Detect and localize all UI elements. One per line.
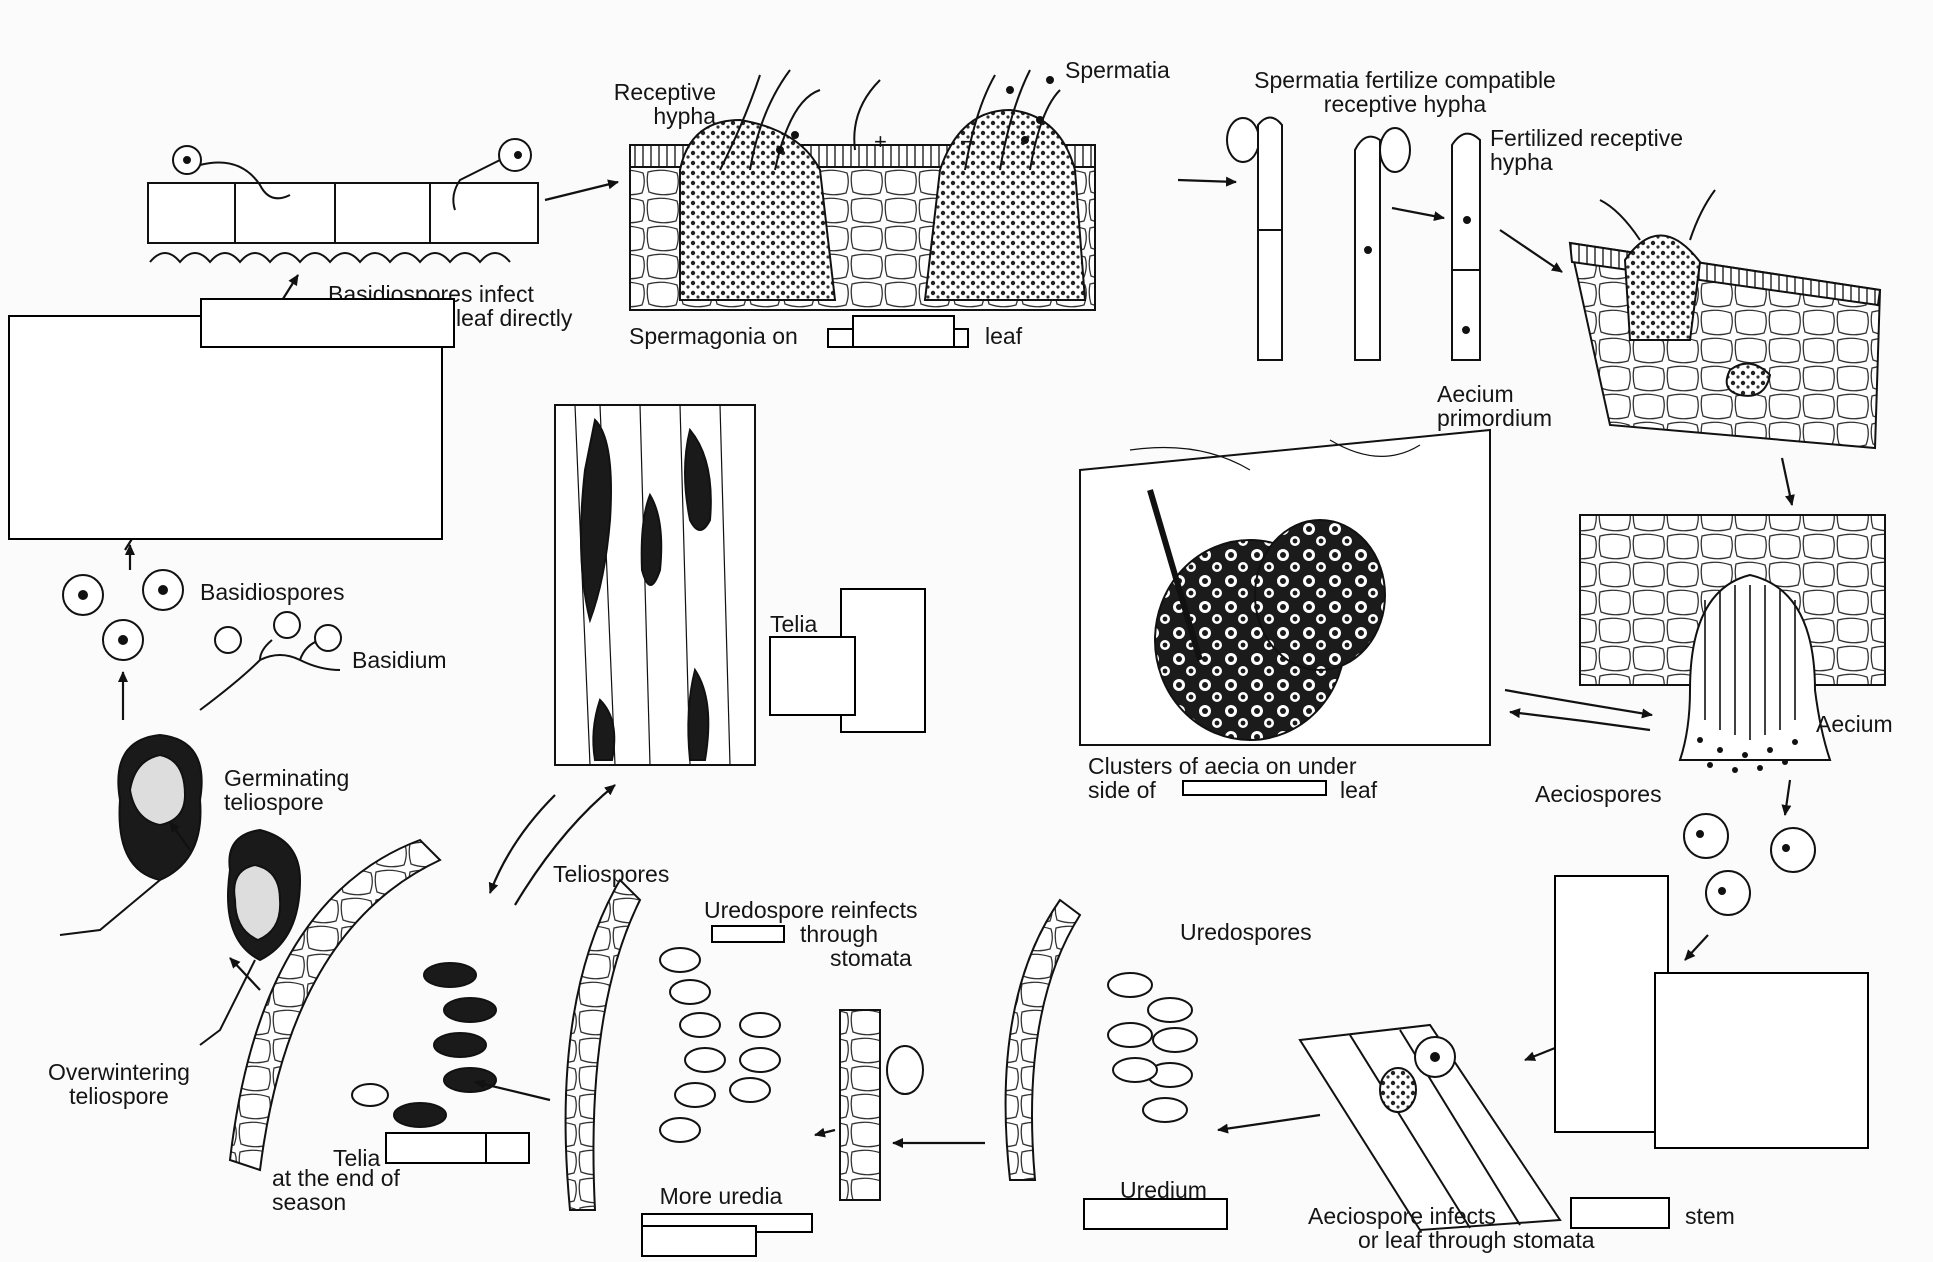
label-uredospore-reinfects-3: stomata bbox=[830, 946, 912, 970]
answer-box-uredium[interactable] bbox=[1083, 1198, 1228, 1230]
label-spermatia: Spermatia bbox=[1065, 58, 1170, 82]
label-plus: + bbox=[874, 130, 887, 154]
label-aeciospore-infects-2: stem bbox=[1685, 1204, 1735, 1228]
label-germinating-teliospore: Germinating teliospore bbox=[224, 766, 394, 814]
basidiospore-infection-drawing bbox=[148, 139, 538, 262]
answer-box-clusters-host[interactable] bbox=[1182, 780, 1327, 796]
label-minus: − bbox=[960, 130, 973, 154]
label-spermagonia-on: Spermagonia on bbox=[629, 324, 798, 348]
label-aecium: Aecium bbox=[1816, 712, 1893, 736]
label-uredospore-reinfects-1: Uredospore reinfects bbox=[704, 898, 918, 922]
label-basidium: Basidium bbox=[352, 648, 447, 672]
label-aecium-primordium: Aecium primordium bbox=[1437, 382, 1607, 430]
uredium-drawing bbox=[1006, 900, 1197, 1180]
label-clusters-aecia-1: Clusters of aecia on under bbox=[1088, 754, 1357, 778]
aecium-primordium-drawing bbox=[1570, 190, 1880, 448]
label-aeciospores: Aeciospores bbox=[1535, 782, 1662, 806]
label-uredospores: Uredospores bbox=[1180, 920, 1312, 944]
answer-box-uredospore-host[interactable] bbox=[711, 925, 785, 943]
answer-box-aeciospore-host[interactable] bbox=[1570, 1197, 1670, 1229]
answer-box-aeciospores-wide[interactable] bbox=[1654, 972, 1869, 1149]
label-aeciospore-infects-3: or leaf through stomata bbox=[1358, 1228, 1595, 1252]
telia-stem-drawing bbox=[555, 405, 755, 765]
label-receptive-hypha: Receptive hypha bbox=[586, 80, 716, 128]
fertilization-drawing bbox=[1227, 118, 1480, 361]
label-aeciospore-infects-1: Aeciospore infects bbox=[1308, 1204, 1496, 1228]
label-uredospore-reinfects-2: through bbox=[800, 922, 878, 946]
label-spermagonia-leaf: leaf bbox=[985, 324, 1022, 348]
answer-box-aeciospores-tall[interactable] bbox=[1554, 875, 1669, 1133]
label-basidiospores: Basidiospores bbox=[200, 580, 344, 604]
aecia-cluster-drawing bbox=[1080, 430, 1490, 745]
answer-box-telia-small[interactable] bbox=[769, 636, 856, 716]
label-clusters-aecia-2: side of bbox=[1088, 778, 1156, 802]
label-teliospores: Teliospores bbox=[553, 862, 669, 886]
answer-box-telia-end-small[interactable] bbox=[485, 1132, 530, 1164]
label-telia-end-2: at the end of season bbox=[272, 1166, 472, 1214]
answer-box-basidiospores-infect[interactable] bbox=[200, 298, 455, 348]
answer-box-more-uredia-lower[interactable] bbox=[641, 1225, 757, 1257]
answer-box-spermagonia-inner[interactable] bbox=[852, 315, 955, 348]
label-clusters-aecia-leaf: leaf bbox=[1340, 778, 1377, 802]
label-fertilized-hypha: Fertilized receptive hypha bbox=[1490, 126, 1750, 174]
label-leaf-directly: leaf directly bbox=[456, 306, 572, 330]
label-overwintering-teliospore: Overwintering teliospore bbox=[24, 1060, 214, 1108]
label-spermatia-fertilize: Spermatia fertilize compatible receptive… bbox=[1220, 68, 1590, 116]
answer-box-large-left[interactable] bbox=[8, 315, 443, 540]
label-telia-mid: Telia bbox=[770, 612, 817, 636]
